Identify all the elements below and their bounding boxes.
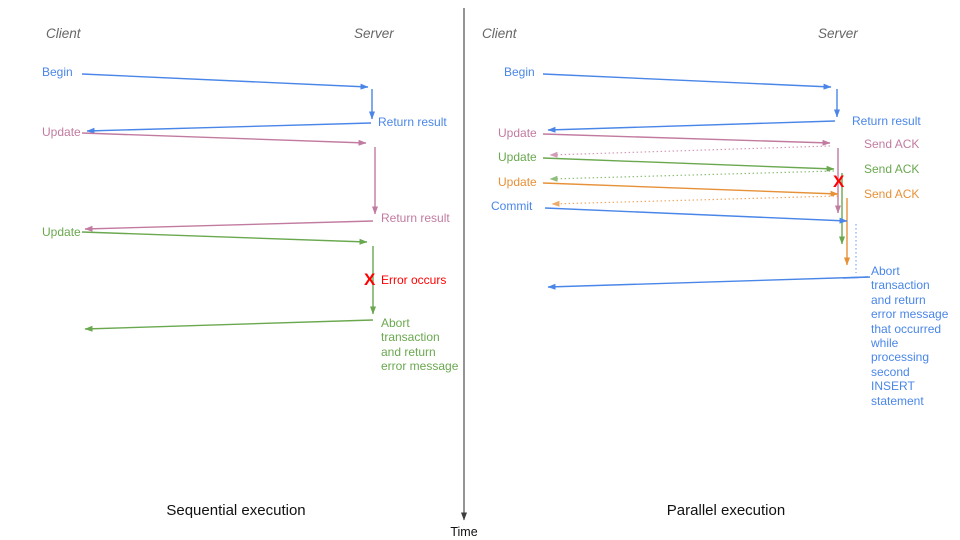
par-update-1-request-arrow: [542, 133, 831, 146]
par-commit-label: Commit: [491, 199, 533, 213]
seq-update-1-label: Update: [42, 125, 81, 139]
par-commit-request-arrow: [544, 207, 848, 224]
par-update-1-label: Update: [498, 126, 537, 140]
seq-begin-request-arrow: [81, 73, 369, 90]
par-ack-1-dotted-arrow: [549, 145, 831, 158]
par-begin-label: Begin: [504, 65, 535, 79]
seq-update-2-label: Update: [42, 225, 81, 239]
par-return-result-label: Return result: [852, 114, 921, 128]
seq-abort-return-arrow: [84, 319, 374, 332]
par-send-ack-1-label: Send ACK: [864, 137, 920, 151]
par-begin-request-arrow: [542, 73, 832, 90]
parallel-execution-caption: Parallel execution: [666, 502, 786, 519]
seq-return-result-1-label: Return result: [378, 115, 447, 129]
par-abort-return-arrow: [547, 276, 869, 290]
left-server-header: Server: [354, 26, 394, 41]
seq-return-result-1-arrow: [86, 122, 372, 134]
seq-return-result-2-label: Return result: [381, 211, 450, 225]
par-error-x-icon: X: [833, 172, 845, 191]
par-update-3-label: Update: [498, 175, 537, 189]
sequential-execution-caption: Sequential execution: [166, 502, 306, 519]
seq-abort-message-label: Abort transaction and return error messa…: [381, 316, 459, 374]
par-ack-2-dotted-arrow: [549, 170, 835, 182]
par-ack-3-dotted-arrow: [551, 195, 839, 207]
par-update-2-label: Update: [498, 150, 537, 164]
par-update-3-request-arrow: [542, 182, 839, 197]
par-update-2-request-arrow: [542, 157, 835, 172]
seq-update-1-request-arrow: [81, 132, 367, 146]
time-axis-label: Time: [450, 525, 478, 539]
par-return-result-arrow: [547, 120, 836, 133]
seq-error-occurs-label: Error occurs: [381, 273, 447, 287]
par-send-ack-3-label: Send ACK: [864, 187, 920, 201]
seq-return-result-2-arrow: [84, 220, 374, 232]
left-client-header: Client: [46, 26, 81, 41]
par-send-ack-2-label: Send ACK: [864, 162, 920, 176]
right-client-header: Client: [482, 26, 517, 41]
right-server-header: Server: [818, 26, 858, 41]
seq-error-x-icon: X: [364, 270, 376, 289]
par-abort-message-label: Abort transaction and return error messa…: [871, 264, 949, 408]
seq-update-2-request-arrow: [81, 231, 368, 245]
seq-begin-label: Begin: [42, 65, 73, 79]
